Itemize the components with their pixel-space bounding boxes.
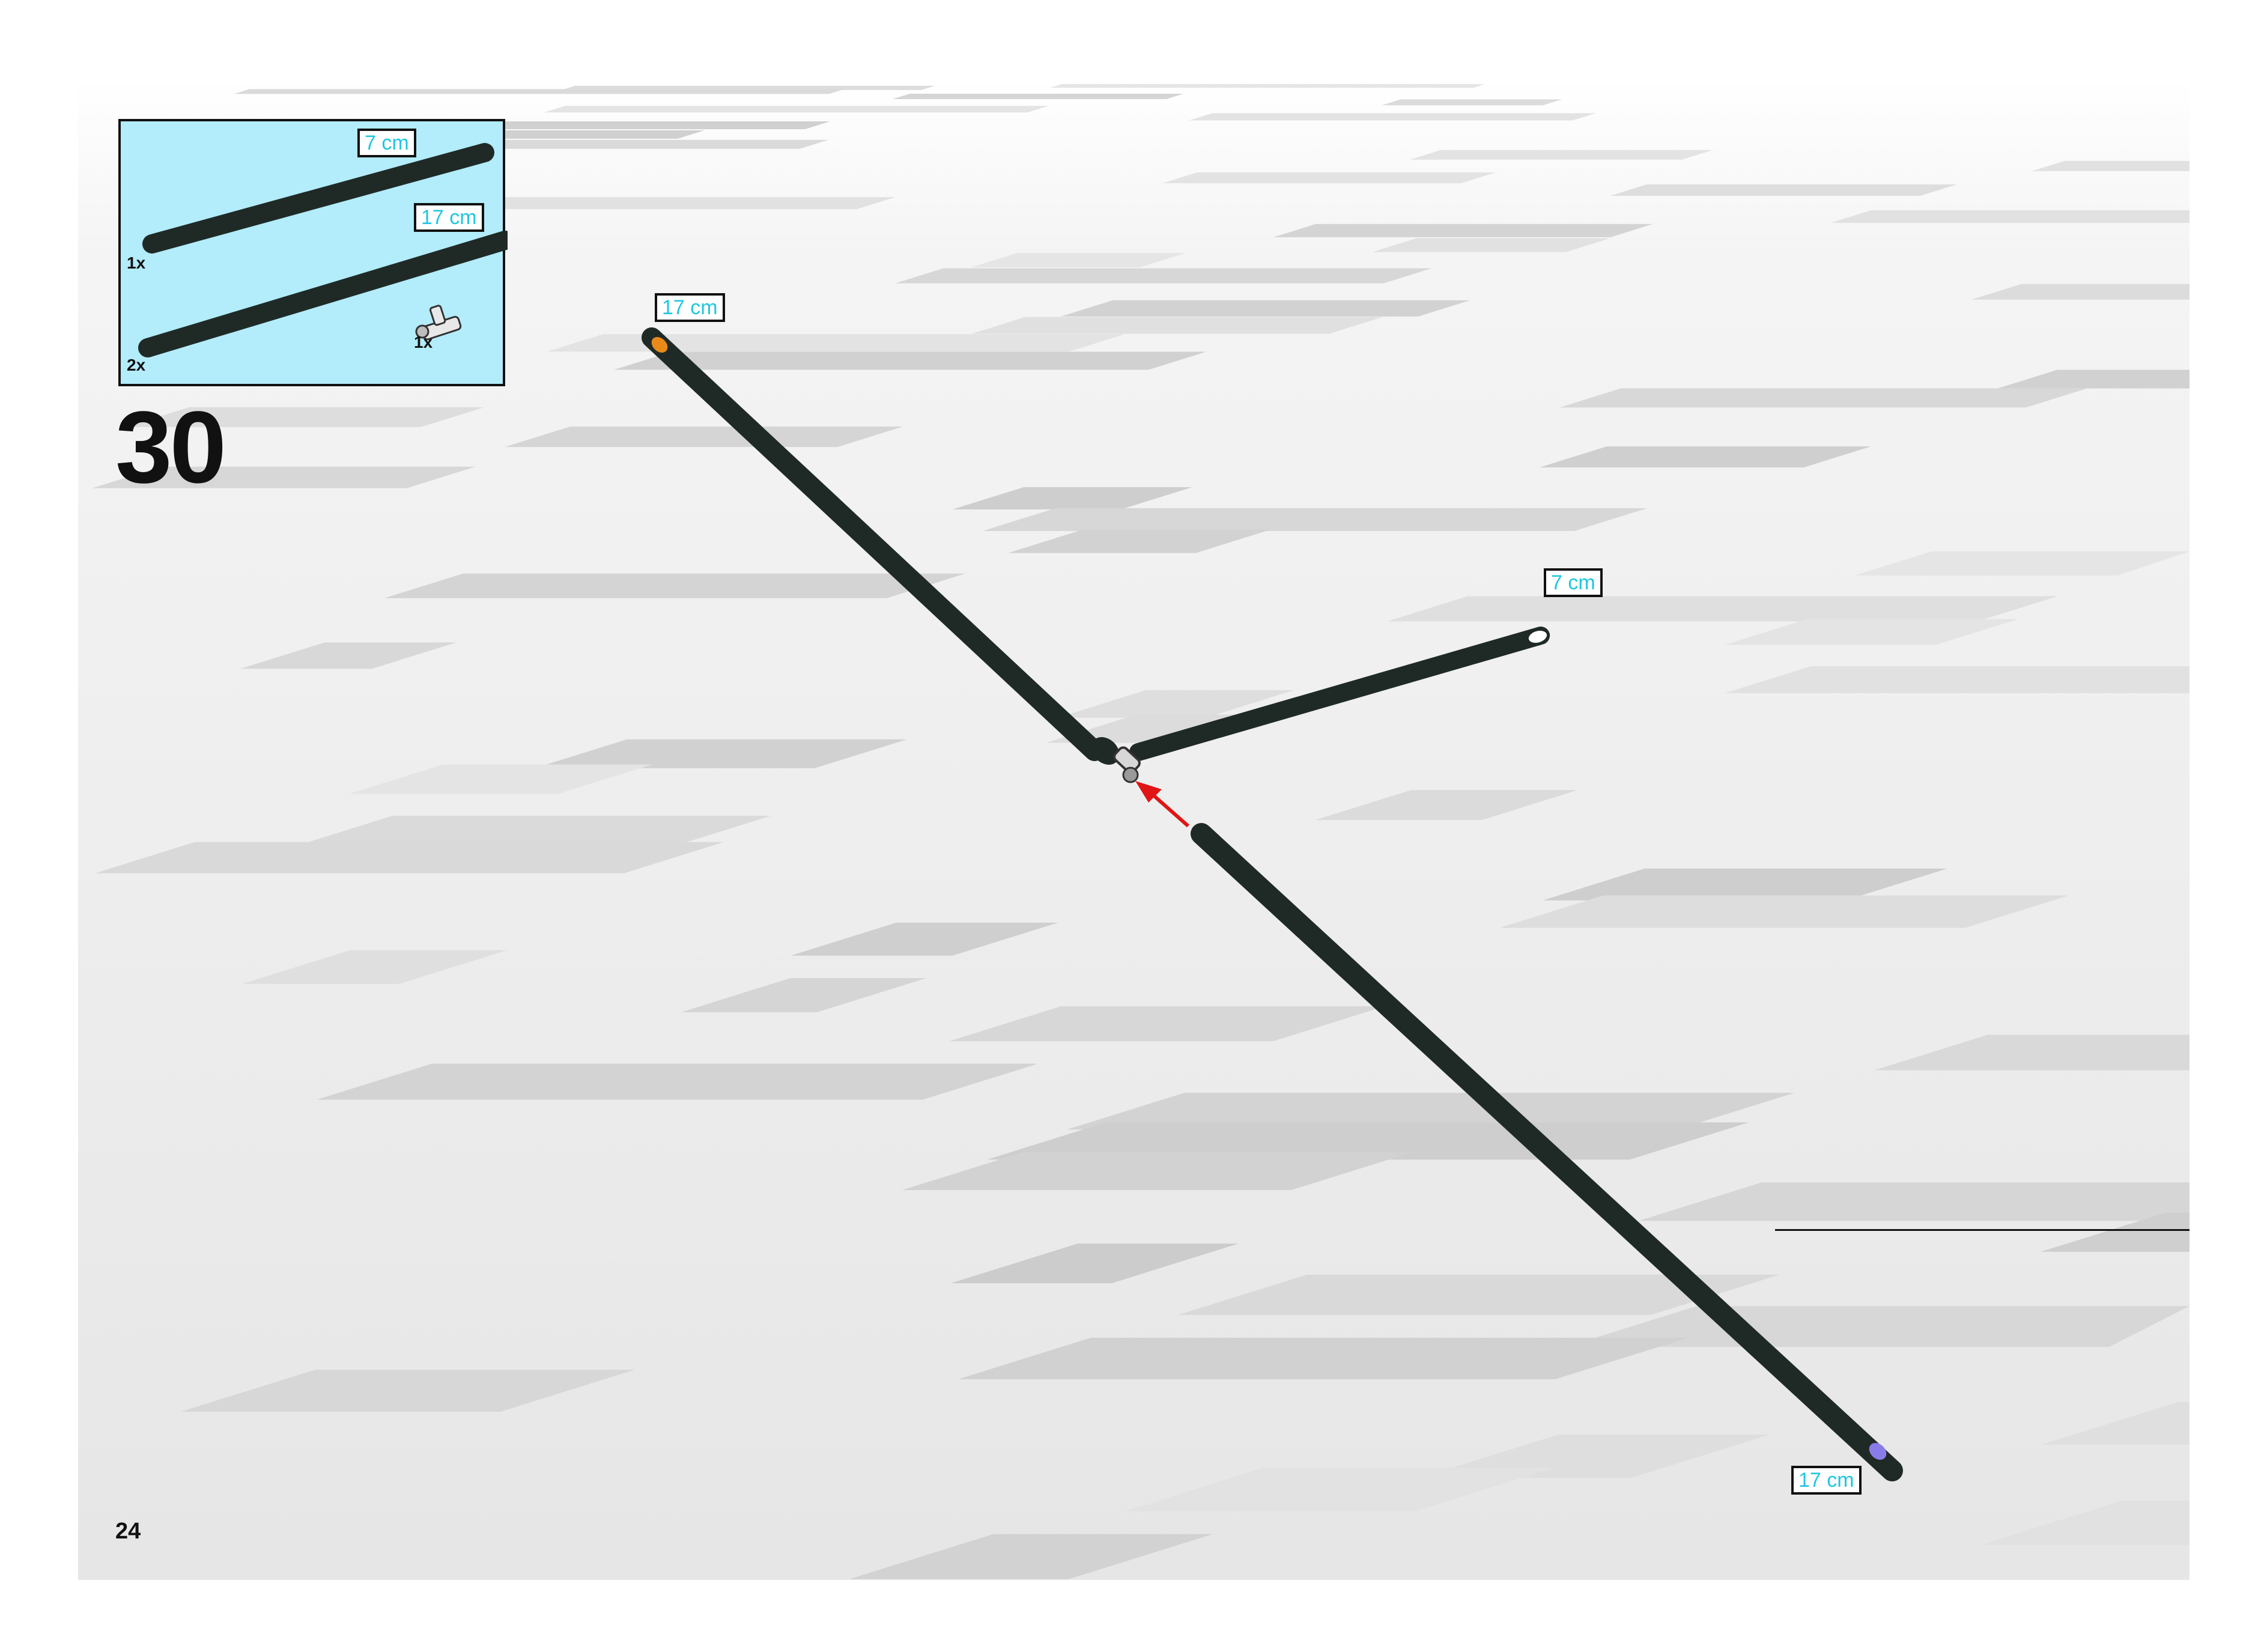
upper-long-rod-end-cap xyxy=(651,336,668,353)
insert-arrow xyxy=(1135,781,1189,828)
floor-band xyxy=(1410,150,1713,160)
parts-list-box: 7 cm 17 cm 1x 2x 1x xyxy=(118,119,508,386)
floor-band xyxy=(2041,1401,2190,1445)
floor-band xyxy=(2032,160,2190,171)
floor-band xyxy=(791,922,1058,956)
divider-line xyxy=(1775,1229,2190,1231)
step-number: 30 xyxy=(115,390,226,505)
floor-band xyxy=(1543,868,1947,900)
upper-long-rod xyxy=(642,327,1105,761)
page-number: 24 xyxy=(115,1519,141,1544)
floor-band xyxy=(1610,184,1957,196)
floor-band xyxy=(535,739,908,768)
floor-band xyxy=(1381,99,1562,106)
floor-band xyxy=(681,978,927,1013)
floor-band xyxy=(1639,1182,2190,1221)
part-length-label: 17 cm xyxy=(414,203,484,232)
floor-band xyxy=(949,1006,1385,1042)
floor-band xyxy=(562,85,935,90)
floor-band xyxy=(1387,596,2059,622)
floor-band xyxy=(892,93,1184,99)
lower-long-rod-end-cap xyxy=(1869,1442,1887,1460)
floor-band xyxy=(1178,1274,1780,1315)
floor-band xyxy=(384,573,966,598)
floor-band xyxy=(2040,1212,2190,1252)
floor-band xyxy=(1854,551,2190,575)
floor-band xyxy=(895,268,1432,284)
floor-band xyxy=(1273,223,1653,237)
floor-band xyxy=(1725,666,2190,693)
floor-band xyxy=(544,106,1049,113)
floor-band xyxy=(1419,1435,1770,1478)
floor-band xyxy=(92,466,476,488)
floor-band xyxy=(1559,388,2088,408)
floor-band xyxy=(126,407,485,427)
part-quantity: 1x xyxy=(127,254,146,272)
floor-band xyxy=(1067,1093,1795,1130)
floor-band xyxy=(294,816,771,847)
floor-band xyxy=(1189,113,1596,121)
floor-band xyxy=(971,253,1186,268)
floor-bands xyxy=(92,84,2190,1579)
floor-band xyxy=(1162,172,1496,183)
short-rod-length-label: 7 cm xyxy=(1544,568,1603,597)
floor-band xyxy=(1830,210,2190,223)
part-quantity: 2x xyxy=(127,356,146,374)
floor-band xyxy=(1980,1501,2190,1546)
lower-rod-length-label: 17 cm xyxy=(1791,1466,1862,1495)
part-length-label: 7 cm xyxy=(357,129,416,157)
floor-band xyxy=(1724,619,2019,645)
floor-band xyxy=(94,842,724,873)
floor-band xyxy=(1124,1467,1555,1511)
floor-band xyxy=(1499,895,2069,928)
floor-band xyxy=(234,89,845,94)
part-quantity: 1x xyxy=(414,333,433,351)
floor-band xyxy=(1057,690,1294,718)
floor-band xyxy=(242,950,508,984)
floor-band xyxy=(902,1152,1413,1191)
floor-band xyxy=(180,1370,635,1412)
floor-band xyxy=(614,351,1207,370)
short-rod xyxy=(1129,627,1550,761)
floor-band xyxy=(1539,446,1871,468)
floor-band xyxy=(1007,529,1271,553)
connector-icon xyxy=(415,305,462,341)
floor-band xyxy=(453,139,829,149)
floor-band xyxy=(982,508,1648,531)
floor-band xyxy=(1997,369,2190,389)
floor-band xyxy=(1372,238,1610,252)
floor-band xyxy=(1061,300,1470,317)
rod-icon xyxy=(138,231,508,357)
floor-band xyxy=(1971,284,2190,300)
floor-band xyxy=(952,487,1192,509)
floor-band xyxy=(547,334,1125,352)
floor-band xyxy=(950,1244,1239,1284)
rod-icon xyxy=(142,143,494,254)
floor-band xyxy=(1315,790,1578,821)
connector-part xyxy=(1091,737,1141,783)
floor-band xyxy=(316,1063,1038,1100)
floor-band xyxy=(1050,84,1486,88)
lower-long-rod xyxy=(1191,823,1903,1481)
floor-band xyxy=(1874,1034,2190,1070)
floor-band xyxy=(958,1337,1689,1379)
upper-rod-length-label: 17 cm xyxy=(655,293,725,322)
floor-band xyxy=(348,764,652,794)
floor-band xyxy=(971,317,1383,334)
floor-band xyxy=(505,427,903,448)
floor-band xyxy=(240,642,457,669)
short-rod-end-cap xyxy=(1525,627,1550,646)
floor-band xyxy=(849,1534,1213,1579)
